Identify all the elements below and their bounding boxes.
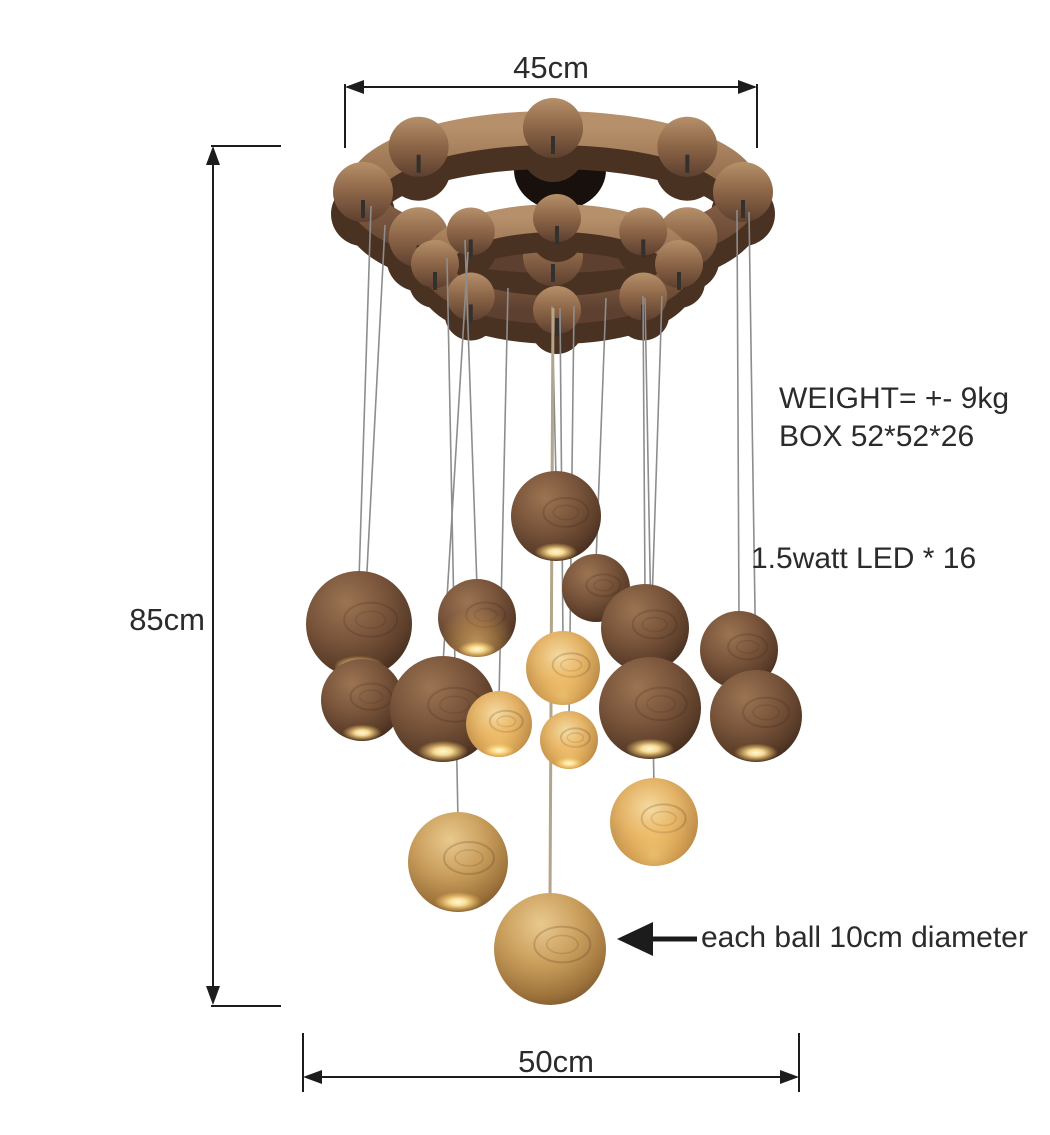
wood-ball-walnut bbox=[700, 611, 778, 689]
wood-grain bbox=[641, 616, 668, 633]
wood-grain bbox=[735, 639, 760, 654]
wood-grain bbox=[343, 601, 399, 638]
suspension-cable bbox=[642, 295, 646, 593]
cable-connector bbox=[468, 239, 473, 258]
wood-ball-ashBright bbox=[540, 711, 598, 769]
wood-grain bbox=[593, 579, 614, 592]
warm-light-overlay bbox=[466, 691, 532, 757]
led-glow bbox=[458, 641, 496, 657]
frame-lobe bbox=[533, 194, 581, 242]
chandelier bbox=[306, 98, 802, 1005]
suspension-cable bbox=[358, 205, 372, 580]
arrowhead-left bbox=[303, 1070, 322, 1084]
left-dimension bbox=[206, 145, 281, 1007]
dimension-lines bbox=[206, 80, 800, 1092]
arrowhead-up bbox=[206, 146, 220, 165]
wood-grain bbox=[542, 497, 590, 528]
cable-connector bbox=[685, 154, 690, 173]
wood-ball-ash bbox=[494, 893, 606, 1005]
top-width-label: 45cm bbox=[513, 50, 589, 85]
led-glow bbox=[733, 743, 779, 762]
weight-spec-line: WEIGHT= +- 9kg bbox=[779, 382, 1010, 415]
frame-lobe bbox=[619, 207, 668, 256]
led-glow bbox=[342, 724, 382, 741]
wood-ball-walnut bbox=[599, 657, 701, 759]
cable-connector bbox=[741, 200, 745, 218]
led-glow bbox=[434, 892, 482, 912]
frame-lobe bbox=[388, 116, 449, 177]
wood-grain bbox=[443, 841, 495, 875]
wood-ball-ashBright bbox=[466, 691, 532, 758]
arrowhead-right bbox=[780, 1070, 799, 1084]
wood-ball-ashBright bbox=[610, 778, 698, 866]
led-glow bbox=[625, 738, 675, 759]
wood-grain bbox=[585, 573, 622, 598]
wood-grain bbox=[355, 610, 387, 629]
wood-ball-walnut bbox=[438, 579, 516, 657]
frame-lobe bbox=[446, 207, 495, 256]
led-glow bbox=[534, 543, 578, 561]
box-spec-line: BOX 52*52*26 bbox=[779, 420, 975, 453]
wood-grain bbox=[533, 925, 592, 964]
cable-connector bbox=[677, 272, 681, 290]
suspension-cable bbox=[748, 211, 757, 679]
suspension-cable bbox=[464, 239, 478, 588]
ball-pointer-arrow bbox=[617, 922, 697, 956]
frame-lobe bbox=[523, 98, 583, 158]
left-height-label: 85cm bbox=[129, 602, 205, 637]
frame-lobe bbox=[713, 162, 773, 222]
wood-ball-ash bbox=[408, 812, 508, 912]
led-spec-label: 1.5watt LED * 16 bbox=[751, 542, 977, 575]
cable-connector bbox=[551, 136, 555, 154]
frame-lobe bbox=[446, 272, 495, 321]
arrowhead-right bbox=[738, 80, 757, 94]
led-glow bbox=[555, 757, 583, 769]
suspension-cable bbox=[548, 307, 555, 902]
wood-grain bbox=[358, 689, 384, 705]
warm-light-overlay bbox=[610, 778, 698, 866]
arrowhead-left bbox=[617, 922, 653, 956]
cable-connector bbox=[361, 200, 365, 218]
cable-connector bbox=[555, 226, 559, 244]
wood-ball-walnut bbox=[511, 471, 601, 561]
wood-grain bbox=[454, 849, 484, 867]
wood-ball-walnut bbox=[601, 584, 689, 672]
led-glow bbox=[417, 740, 469, 763]
wood-ball-ashBright bbox=[526, 631, 600, 705]
warm-light-overlay bbox=[526, 631, 600, 705]
cable-connector bbox=[641, 239, 646, 258]
wood-ball-walnut bbox=[321, 659, 403, 741]
led-glow bbox=[483, 743, 515, 758]
ball-diameter-label: each ball 10cm diameter bbox=[701, 921, 1028, 954]
weight-box-spec: WEIGHT= +- 9kg BOX 52*52*26 bbox=[779, 380, 1009, 456]
frame-lobe bbox=[655, 240, 703, 288]
arrowhead-left bbox=[345, 80, 364, 94]
wood-ball-walnut bbox=[710, 670, 802, 762]
arrowhead-down bbox=[206, 986, 220, 1005]
frame-lobe bbox=[657, 116, 718, 177]
cable-connector bbox=[433, 272, 437, 290]
wood-grain bbox=[552, 504, 580, 521]
wood-grain bbox=[634, 686, 688, 722]
bottom-width-label: 50cm bbox=[518, 1044, 594, 1079]
warm-light-overlay bbox=[540, 711, 598, 769]
wood-grain bbox=[646, 695, 677, 713]
wood-grain bbox=[631, 609, 678, 640]
wood-grain bbox=[439, 695, 471, 714]
wood-grain bbox=[727, 633, 769, 661]
cable-connector bbox=[468, 304, 473, 323]
frame-lobe bbox=[533, 286, 581, 334]
wood-grain bbox=[742, 696, 791, 729]
cable-connector bbox=[551, 264, 555, 282]
bottom-dimension bbox=[302, 1033, 800, 1092]
frame-lobe bbox=[333, 162, 393, 222]
warm-light-overlay bbox=[438, 579, 516, 657]
wood-grain bbox=[752, 704, 780, 721]
suspension-cable bbox=[736, 209, 740, 620]
wood-grain bbox=[545, 934, 579, 955]
top-dimension bbox=[344, 80, 758, 148]
cable-connector bbox=[416, 154, 421, 173]
cable-connector bbox=[555, 318, 559, 336]
